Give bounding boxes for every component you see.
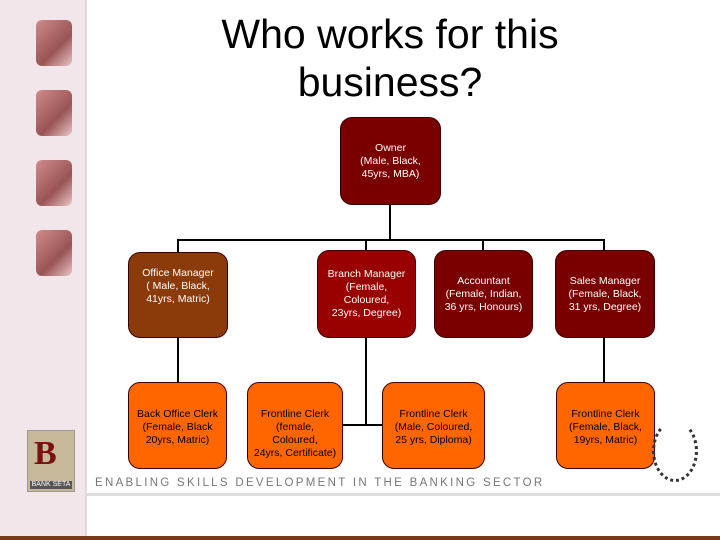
connector-line (389, 204, 391, 241)
footer-divider (85, 493, 720, 496)
logo-text: BANK SETA (30, 481, 72, 489)
decorative-photo (36, 160, 72, 206)
connector-line (342, 424, 384, 426)
back-office-clerk-box: Back Office Clerk (Female, Black 20yrs, … (128, 382, 227, 469)
frontline-clerk-box: Frontline Clerk (Male, Coloured, 25 yrs,… (382, 382, 485, 469)
decorative-photo (36, 20, 72, 66)
owner-box: Owner (Male, Black, 45yrs, MBA) (340, 117, 441, 205)
bottom-border (0, 536, 720, 540)
connector-line (482, 239, 484, 251)
logo-mark: B (34, 435, 57, 472)
sales-manager-box: Sales Manager (Female, Black, 31 yrs, De… (555, 250, 655, 338)
frontline-clerk-box: Frontline Clerk (female, Coloured, 24yrs… (247, 382, 343, 469)
slide-title: Who works for this business? (221, 11, 559, 105)
connector-line (177, 239, 605, 241)
bank-seta-logo: B BANK SETA (27, 430, 75, 492)
accountant-box: Accountant (Female, Indian, 36 yrs, Hono… (434, 250, 533, 338)
decorative-photo (36, 90, 72, 136)
tagline: ENABLING SKILLS DEVELOPMENT IN THE BANKI… (95, 477, 545, 489)
branch-manager-box: Branch Manager (Female, Coloured, 23yrs,… (317, 250, 416, 338)
decorative-photo (36, 230, 72, 276)
frontline-clerk-box: Frontline Clerk (Female, Black, 19yrs, M… (556, 382, 655, 469)
wreath-emblem-icon (652, 420, 698, 482)
office-manager-box: Office Manager ( Male, Black, 41yrs, Mat… (128, 252, 228, 338)
